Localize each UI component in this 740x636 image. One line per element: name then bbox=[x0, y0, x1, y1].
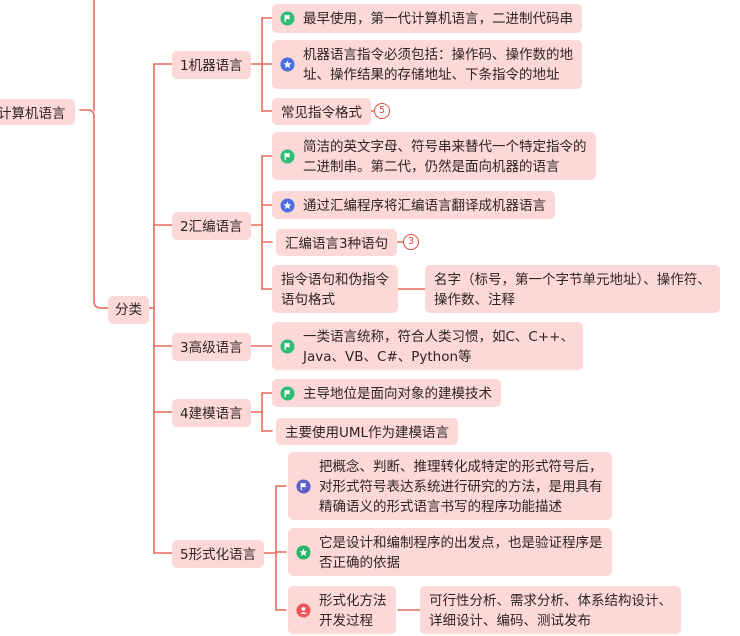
item-text-line: 一类语言统称，符合人类习惯，如C、C++、 bbox=[303, 329, 574, 345]
item-text-line: 简洁的英文字母、符号串来替代一个特定指令的 bbox=[303, 139, 587, 155]
collapsed-count-badge[interactable]: 5 bbox=[374, 103, 390, 119]
formal-process-detail[interactable]: 可行性分析、需求分析、体系结构设计、 详细设计、编码、测试发布 bbox=[420, 586, 681, 634]
green-flag-icon bbox=[280, 385, 295, 401]
category-label: 2汇编语言 bbox=[180, 219, 243, 235]
item-text-line: 操作数、注释 bbox=[434, 292, 515, 308]
modeling-item-1[interactable]: 主导地位是面向对象的建模技术 bbox=[272, 379, 501, 407]
purple-flag-icon bbox=[296, 478, 311, 494]
formal-item-2[interactable]: 它是设计和编制程序的出发点，也是验证程序是 否正确的依据 bbox=[288, 528, 612, 576]
item-text-line: 主要使用UML作为建模语言 bbox=[285, 425, 450, 441]
item-text-line: 详细设计、编码、测试发布 bbox=[429, 613, 591, 629]
item-text-line: 名字（标号，第一个字节单元地址）、操作符、 bbox=[434, 272, 711, 288]
blue-star-icon bbox=[280, 197, 295, 213]
category-label: 3高级语言 bbox=[180, 340, 243, 356]
category-label: 5形式化语言 bbox=[180, 547, 257, 563]
item-text-line: 把概念、判断、推理转化成特定的形式符号后， bbox=[319, 459, 603, 475]
modeling-item-2[interactable]: 主要使用UML作为建模语言 bbox=[276, 418, 459, 445]
green-flag-icon bbox=[280, 338, 295, 354]
category-formal-language[interactable]: 5形式化语言 bbox=[172, 540, 265, 568]
category-machine-language[interactable]: 1机器语言 bbox=[172, 51, 251, 79]
item-text-line: 二进制串。第二代，仍然是面向机器的语言 bbox=[303, 159, 560, 175]
branch-label: 分类 bbox=[115, 302, 142, 318]
root-label: 计算机语言 bbox=[0, 106, 66, 122]
branch-node-classification[interactable]: 分类 bbox=[108, 296, 149, 324]
green-flag-icon bbox=[280, 11, 295, 26]
collapsed-count-badge[interactable]: 3 bbox=[403, 234, 419, 250]
item-text-line: 开发过程 bbox=[319, 613, 373, 629]
item-text-line: 形式化方法 bbox=[319, 593, 387, 609]
category-label: 4建模语言 bbox=[180, 406, 243, 422]
item-text-line: 通过汇编程序将汇编语言翻译成机器语言 bbox=[303, 198, 546, 214]
assembly-format-detail[interactable]: 名字（标号，第一个字节单元地址）、操作符、 操作数、注释 bbox=[425, 265, 720, 313]
item-text-line: 最早使用，第一代计算机语言，二进制代码串 bbox=[303, 11, 573, 27]
machine-item-1[interactable]: 最早使用，第一代计算机语言，二进制代码串 bbox=[272, 4, 582, 33]
assembly-item-4-statement-format[interactable]: 指令语句和伪指令 语句格式 bbox=[272, 265, 398, 313]
item-text-line: 汇编语言3种语句 bbox=[285, 236, 389, 252]
item-text-line: 常见指令格式 bbox=[281, 105, 362, 121]
formal-item-3-dev-process[interactable]: 形式化方法 开发过程 bbox=[288, 586, 396, 634]
machine-item-2[interactable]: 机器语言指令必须包括：操作码、操作数的地 址、操作结果的存储地址、下条指令的地址 bbox=[272, 40, 582, 89]
item-text-line: 可行性分析、需求分析、体系结构设计、 bbox=[429, 593, 672, 609]
item-text-line: Java、VB、C#、Python等 bbox=[303, 349, 472, 365]
formal-item-1[interactable]: 把概念、判断、推理转化成特定的形式符号后， 对形式符号表达系统进行研究的方法，是… bbox=[288, 452, 612, 520]
green-flag-icon bbox=[280, 148, 295, 164]
category-modeling-language[interactable]: 4建模语言 bbox=[172, 399, 251, 427]
item-text-line: 指令语句和伪指令 bbox=[281, 272, 389, 288]
item-text-line: 它是设计和编制程序的出发点，也是验证程序是 bbox=[319, 535, 603, 551]
item-text-line: 语句格式 bbox=[281, 292, 335, 308]
item-text-line: 机器语言指令必须包括：操作码、操作数的地 bbox=[303, 47, 573, 63]
category-assembly-language[interactable]: 2汇编语言 bbox=[172, 212, 251, 240]
red-person-icon bbox=[296, 602, 311, 618]
category-label: 1机器语言 bbox=[180, 58, 243, 74]
green-star-icon bbox=[296, 544, 311, 560]
assembly-item-1[interactable]: 简洁的英文字母、符号串来替代一个特定指令的 二进制串。第二代，仍然是面向机器的语… bbox=[272, 132, 596, 180]
item-text-line: 址、操作结果的存储地址、下条指令的地址 bbox=[303, 67, 560, 83]
assembly-item-3-statement-types[interactable]: 汇编语言3种语句 bbox=[276, 229, 398, 256]
high-item-1[interactable]: 一类语言统称，符合人类习惯，如C、C++、 Java、VB、C#、Python等 bbox=[272, 322, 583, 370]
machine-item-3-instruction-format[interactable]: 常见指令格式 bbox=[272, 98, 371, 125]
assembly-item-2[interactable]: 通过汇编程序将汇编语言翻译成机器语言 bbox=[272, 191, 555, 219]
root-node[interactable]: 计算机语言 bbox=[0, 99, 75, 125]
item-text-line: 对形式符号表达系统进行研究的方法，是用具有 bbox=[319, 479, 603, 495]
category-high-level-language[interactable]: 3高级语言 bbox=[172, 333, 251, 361]
item-text-line: 精确语义的形式语言书写的程序功能描述 bbox=[319, 499, 562, 515]
item-text-line: 否正确的依据 bbox=[319, 555, 400, 571]
item-text-line: 主导地位是面向对象的建模技术 bbox=[303, 386, 492, 402]
blue-star-icon bbox=[280, 57, 295, 72]
